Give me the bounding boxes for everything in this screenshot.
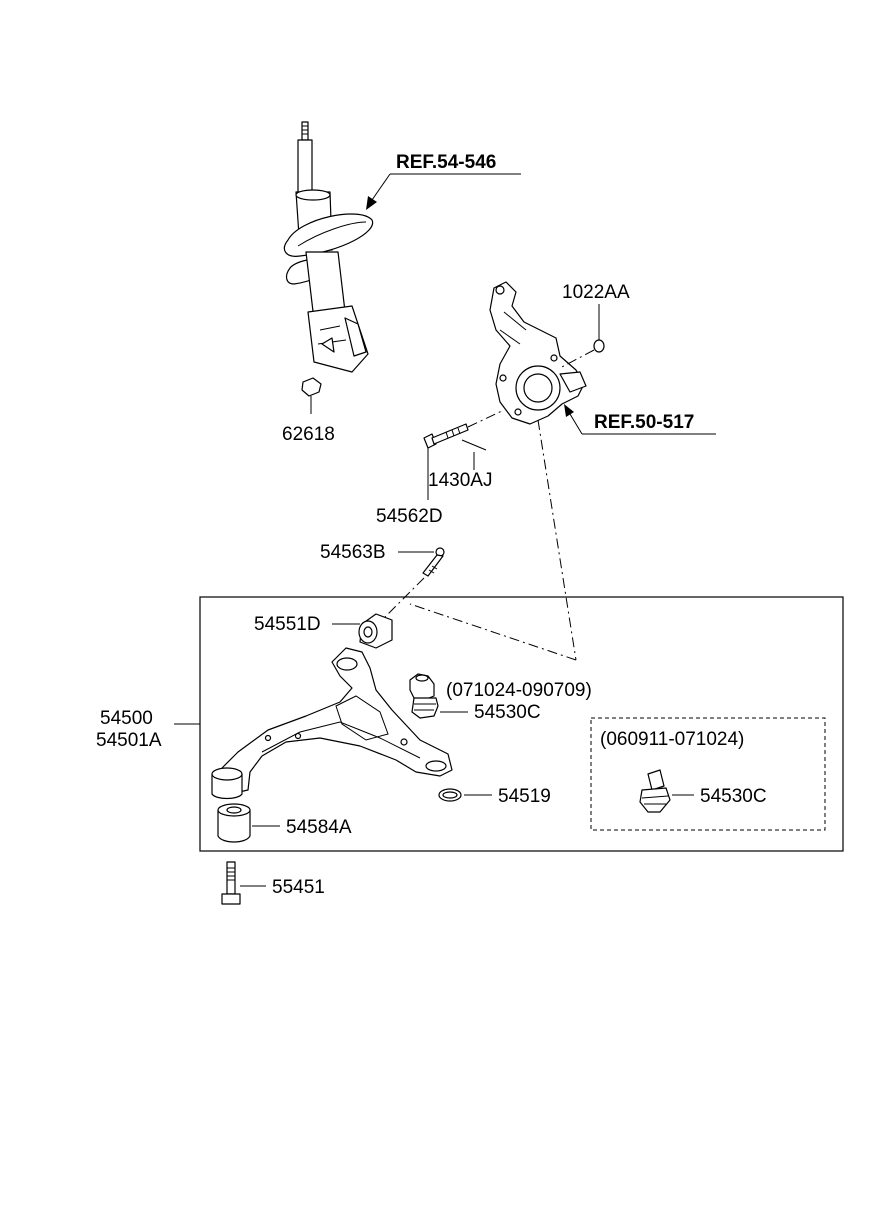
nut-62618-icon [301,377,322,397]
bolt-54562D-icon [423,423,469,449]
date-range-old-label: (060911-071024) [600,729,744,750]
part-54530C-label: 54530C [474,702,541,723]
old-ball-joint-box [590,717,826,831]
part-54501A-label: 54501A [96,730,162,751]
bushing-54551D-icon [358,613,393,649]
pin-1430AJ-icon [461,439,487,451]
strut-assembly [283,121,374,397]
part-54500-label: 54500 [100,708,153,729]
bushing-54584A-icon [217,803,251,843]
part-1430AJ-label: 1430AJ [428,470,492,491]
ref-knuckle-label: REF.50-517 [594,412,694,433]
bolt-55451-icon [221,861,241,905]
ball-joint-54530C-old-icon [639,769,671,813]
ref-strut-label: REF.54-546 [396,152,496,173]
lower-control-arm [211,647,453,800]
steering-knuckle [489,281,587,425]
ball-joint-54530C-icon [409,673,439,719]
part-54519-label: 54519 [498,786,551,807]
part-54562D-label: 54562D [376,506,443,527]
date-range-new-label: (071024-090709) [446,680,592,701]
part-55451-label: 55451 [272,877,325,898]
part-62618-label: 62618 [282,424,335,445]
part-54584A-label: 54584A [286,817,352,838]
part-1022AA-label: 1022AA [562,282,630,303]
part-54551D-label: 54551D [254,614,321,635]
washer-1022AA-icon [593,339,605,353]
part-54530C-old-label: 54530C [700,786,767,807]
part-54563B-label: 54563B [320,542,386,563]
bolt-54563B-icon [422,547,445,577]
